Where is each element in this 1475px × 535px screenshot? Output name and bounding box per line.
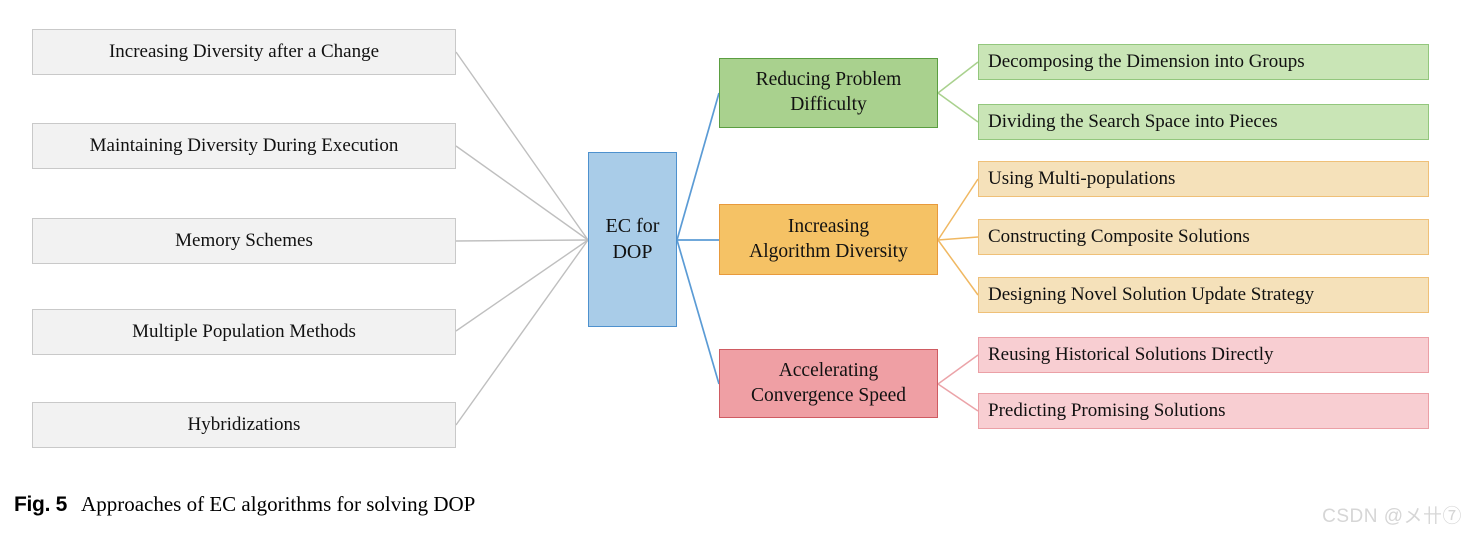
leaf-designing-novel-solution-update: Designing Novel Solution Update Strategy	[978, 277, 1429, 313]
root-node-ec-for-dop: EC for DOP	[588, 152, 677, 327]
left-item-maintaining-diversity: Maintaining Diversity During Execution	[32, 123, 456, 169]
left-item-increasing-diversity-after-change: Increasing Diversity after a Change	[32, 29, 456, 75]
left-item-multiple-population-methods: Multiple Population Methods	[32, 309, 456, 355]
leaf-predicting-promising-solutions: Predicting Promising Solutions	[978, 393, 1429, 429]
leaf-constructing-composite-solutions: Constructing Composite Solutions	[978, 219, 1429, 255]
figure-caption: Fig. 5 Approaches of EC algorithms for s…	[14, 492, 475, 517]
leaf-dividing-search-space: Dividing the Search Space into Pieces	[978, 104, 1429, 140]
category-increasing-algorithm-diversity: Increasing Algorithm Diversity	[719, 204, 938, 275]
leaf-reusing-historical-solutions: Reusing Historical Solutions Directly	[978, 337, 1429, 373]
red-connectors	[937, 354, 979, 412]
category-reducing-problem-difficulty: Reducing Problem Difficulty	[719, 58, 938, 128]
left-item-hybridizations: Hybridizations	[32, 402, 456, 448]
csdn-watermark: CSDN @メ卄⑦	[1322, 506, 1462, 527]
green-connectors	[937, 61, 979, 123]
gray-connectors	[455, 51, 589, 426]
leaf-decomposing-dimension: Decomposing the Dimension into Groups	[978, 44, 1429, 80]
orange-connectors	[937, 178, 979, 296]
leaf-using-multi-populations: Using Multi-populations	[978, 161, 1429, 197]
figure-number: Fig. 5	[14, 493, 68, 516]
category-accelerating-convergence-speed: Accelerating Convergence Speed	[719, 349, 938, 418]
blue-connectors	[676, 92, 720, 385]
left-item-memory-schemes: Memory Schemes	[32, 218, 456, 264]
figure-caption-text: Approaches of EC algorithms for solving …	[81, 492, 476, 516]
